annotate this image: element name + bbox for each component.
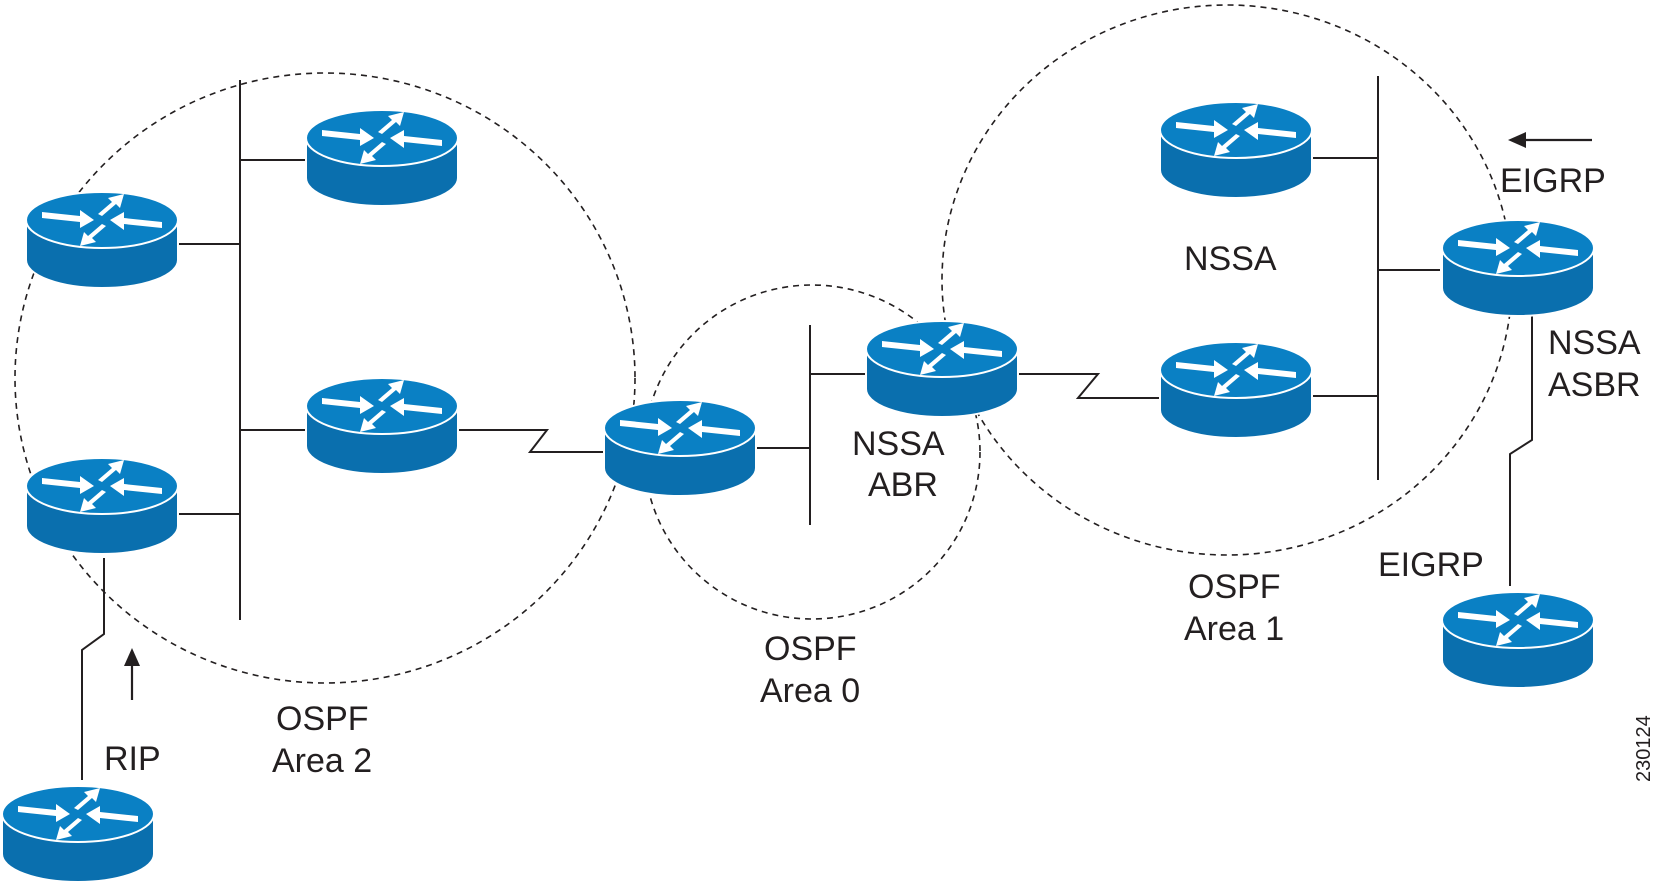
router-rip [1,785,155,883]
area0-label-line2: Area 0 [760,672,860,710]
eigrp-top-label: EIGRP [1500,162,1606,200]
ospf-area-1-boundary [941,4,1513,556]
router-area2-left-bottom [25,457,179,555]
rip-arrow [124,648,140,700]
nssa-abr-label-line2: ABR [868,466,938,504]
area0-label-line1: OSPF [764,630,857,668]
area-2-links [81,80,605,780]
ospf-area-0-boundary [643,284,981,620]
area1-label-line2: Area 1 [1184,610,1284,648]
nssa-abr-label-line1: NSSA [852,425,945,463]
router-nssa-abr [865,320,1019,418]
area1-label-line1: OSPF [1188,568,1281,606]
eigrp-arrow [1508,132,1592,148]
router-area0-center [603,399,757,497]
router-area1-top [1159,101,1313,199]
router-area1-bottom [1159,341,1313,439]
figure-id: 230124 [1633,715,1655,782]
router-nssa-asbr [1441,219,1595,317]
eigrp-bottom-label: EIGRP [1378,546,1484,584]
nssa-asbr-label-line2: ASBR [1548,366,1641,404]
ospf-area-2-boundary [14,72,636,684]
area-0-links [755,325,1160,525]
area-1-links [1310,76,1533,586]
nssa-asbr-label-line1: NSSA [1548,324,1641,362]
router-area2-middle [305,377,459,475]
router-area2-left-top [25,191,179,289]
area2-label-line2: Area 2 [272,742,372,780]
router-area2-top [305,109,459,207]
nssa-label: NSSA [1184,240,1277,278]
router-eigrp [1441,591,1595,689]
rip-label: RIP [104,740,161,778]
area2-label-line1: OSPF [276,700,369,738]
